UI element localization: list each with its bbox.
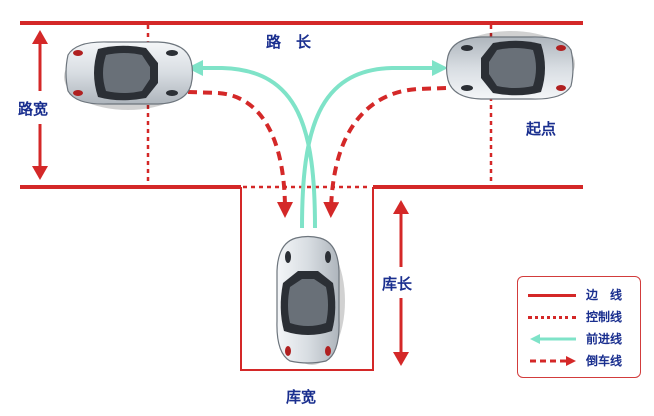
legend-item-reverse: 倒车线: [528, 351, 638, 371]
car-top-right: [445, 30, 576, 100]
garage-walls: [240, 187, 374, 371]
legend: 边 线 控制线 前进线 倒车线: [517, 276, 641, 378]
start-point-label: 起点: [526, 120, 557, 138]
legend-swatch-forward-arrow-icon: [530, 334, 576, 344]
car-in-garage: [276, 235, 346, 366]
car-top-left: [63, 41, 194, 111]
reverse-lines: [187, 86, 447, 218]
legend-label: 边 线: [586, 288, 623, 302]
legend-label: 倒车线: [586, 354, 623, 368]
road-length-label: 路 长: [266, 33, 312, 51]
legend-label: 前进线: [586, 332, 623, 346]
legend-item-control: 控制线: [528, 307, 638, 327]
forward-lines: [187, 60, 448, 229]
boundary-lines: [20, 21, 583, 189]
forward-path-left: [187, 60, 317, 229]
legend-item-boundary: 边 线: [528, 285, 638, 305]
dimension-garage-length: [393, 200, 409, 366]
garage-outline: [240, 187, 374, 371]
reverse-path-left: [187, 90, 293, 218]
legend-swatch-dotted: [528, 316, 576, 319]
legend-label: 控制线: [586, 310, 623, 324]
legend-item-forward: 前进线: [528, 329, 638, 349]
garage-width-label: 库宽: [286, 388, 317, 406]
legend-swatch-reverse-arrow-icon: [530, 356, 576, 366]
forward-path-right: [300, 60, 448, 229]
dimension-road-width: [32, 30, 48, 180]
road-width-label: 路宽: [18, 100, 49, 118]
garage-length-label: 库长: [382, 275, 413, 293]
legend-swatch-solid: [528, 294, 576, 297]
reverse-path-right: [323, 86, 447, 218]
control-lines: [146, 25, 493, 189]
